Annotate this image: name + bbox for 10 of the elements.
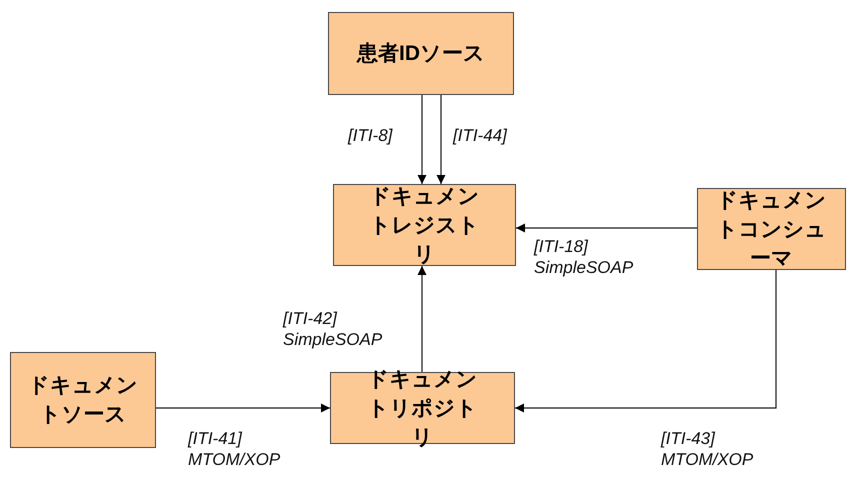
arrow: [418, 95, 426, 184]
arrow: [418, 266, 426, 372]
component-box: 患者IDソース: [328, 12, 514, 95]
arrow: [156, 404, 330, 412]
arrow: [515, 270, 777, 412]
arrow: [516, 224, 697, 232]
component-box: ドキュメントソース: [10, 352, 156, 448]
component-box: ドキュメントレジストリ: [333, 184, 516, 266]
component-box: ドキュメントコンシューマ: [697, 188, 846, 270]
arrow: [436, 95, 446, 184]
